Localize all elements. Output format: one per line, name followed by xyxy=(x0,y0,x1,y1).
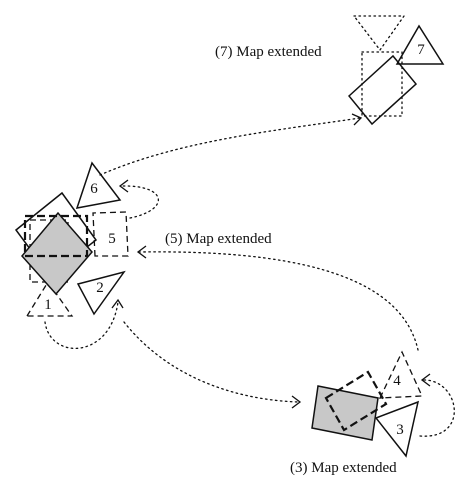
pose-3-triangle xyxy=(374,400,420,458)
pose-7-box xyxy=(347,54,418,126)
pose-2-triangle xyxy=(76,270,126,316)
trajectory-arrows xyxy=(44,113,455,437)
arrowhead-4-5 xyxy=(136,245,147,259)
arrowhead-1-2 xyxy=(111,298,124,309)
edge-2-3 xyxy=(123,321,299,403)
pose-3-label: 3 xyxy=(396,422,404,438)
pose-7-group: 7 (7) Map extended xyxy=(215,15,445,126)
pose-4-triangle xyxy=(378,350,423,399)
pose-1-label: 1 xyxy=(44,297,52,313)
caption-map3: (3) Map extended xyxy=(290,460,397,476)
caption-map5: (5) Map extended xyxy=(165,231,272,247)
pose-5-box xyxy=(23,214,89,258)
pose-4-label: 4 xyxy=(393,373,401,389)
pose-7-prior-box xyxy=(361,51,403,117)
edge-6-7 xyxy=(99,117,361,176)
arrowhead-5-6 xyxy=(118,179,129,193)
pose-4-box xyxy=(324,370,388,432)
pose-5-label: 5 xyxy=(108,231,116,247)
pose-7-label: 7 xyxy=(417,42,425,58)
edge-4-5 xyxy=(139,251,419,351)
left-cluster: 1 5 6 2 (5) Map extended xyxy=(14,161,272,317)
pose-1-triangle xyxy=(25,280,74,317)
arrowhead-3-4 xyxy=(420,373,431,387)
edge-3-4 xyxy=(419,379,455,437)
bottom-right-cluster: 4 3 (3) Map extended xyxy=(290,350,423,476)
pose-2-box xyxy=(21,211,93,296)
pose-7-triangle xyxy=(395,24,445,65)
edge-1-2 xyxy=(44,301,119,350)
pose-6-label: 6 xyxy=(90,181,98,197)
arrowhead-6-7 xyxy=(351,113,363,126)
edge-5-6 xyxy=(121,185,159,219)
caption-map7: (7) Map extended xyxy=(215,44,322,60)
pose-2-label: 2 xyxy=(96,280,104,296)
pose-3-box xyxy=(311,385,379,441)
arrowhead-2-3 xyxy=(291,395,302,409)
pose-5-frame xyxy=(92,211,129,257)
pose-6-triangle xyxy=(75,161,122,209)
pose-7-prior-triangle xyxy=(352,15,406,52)
